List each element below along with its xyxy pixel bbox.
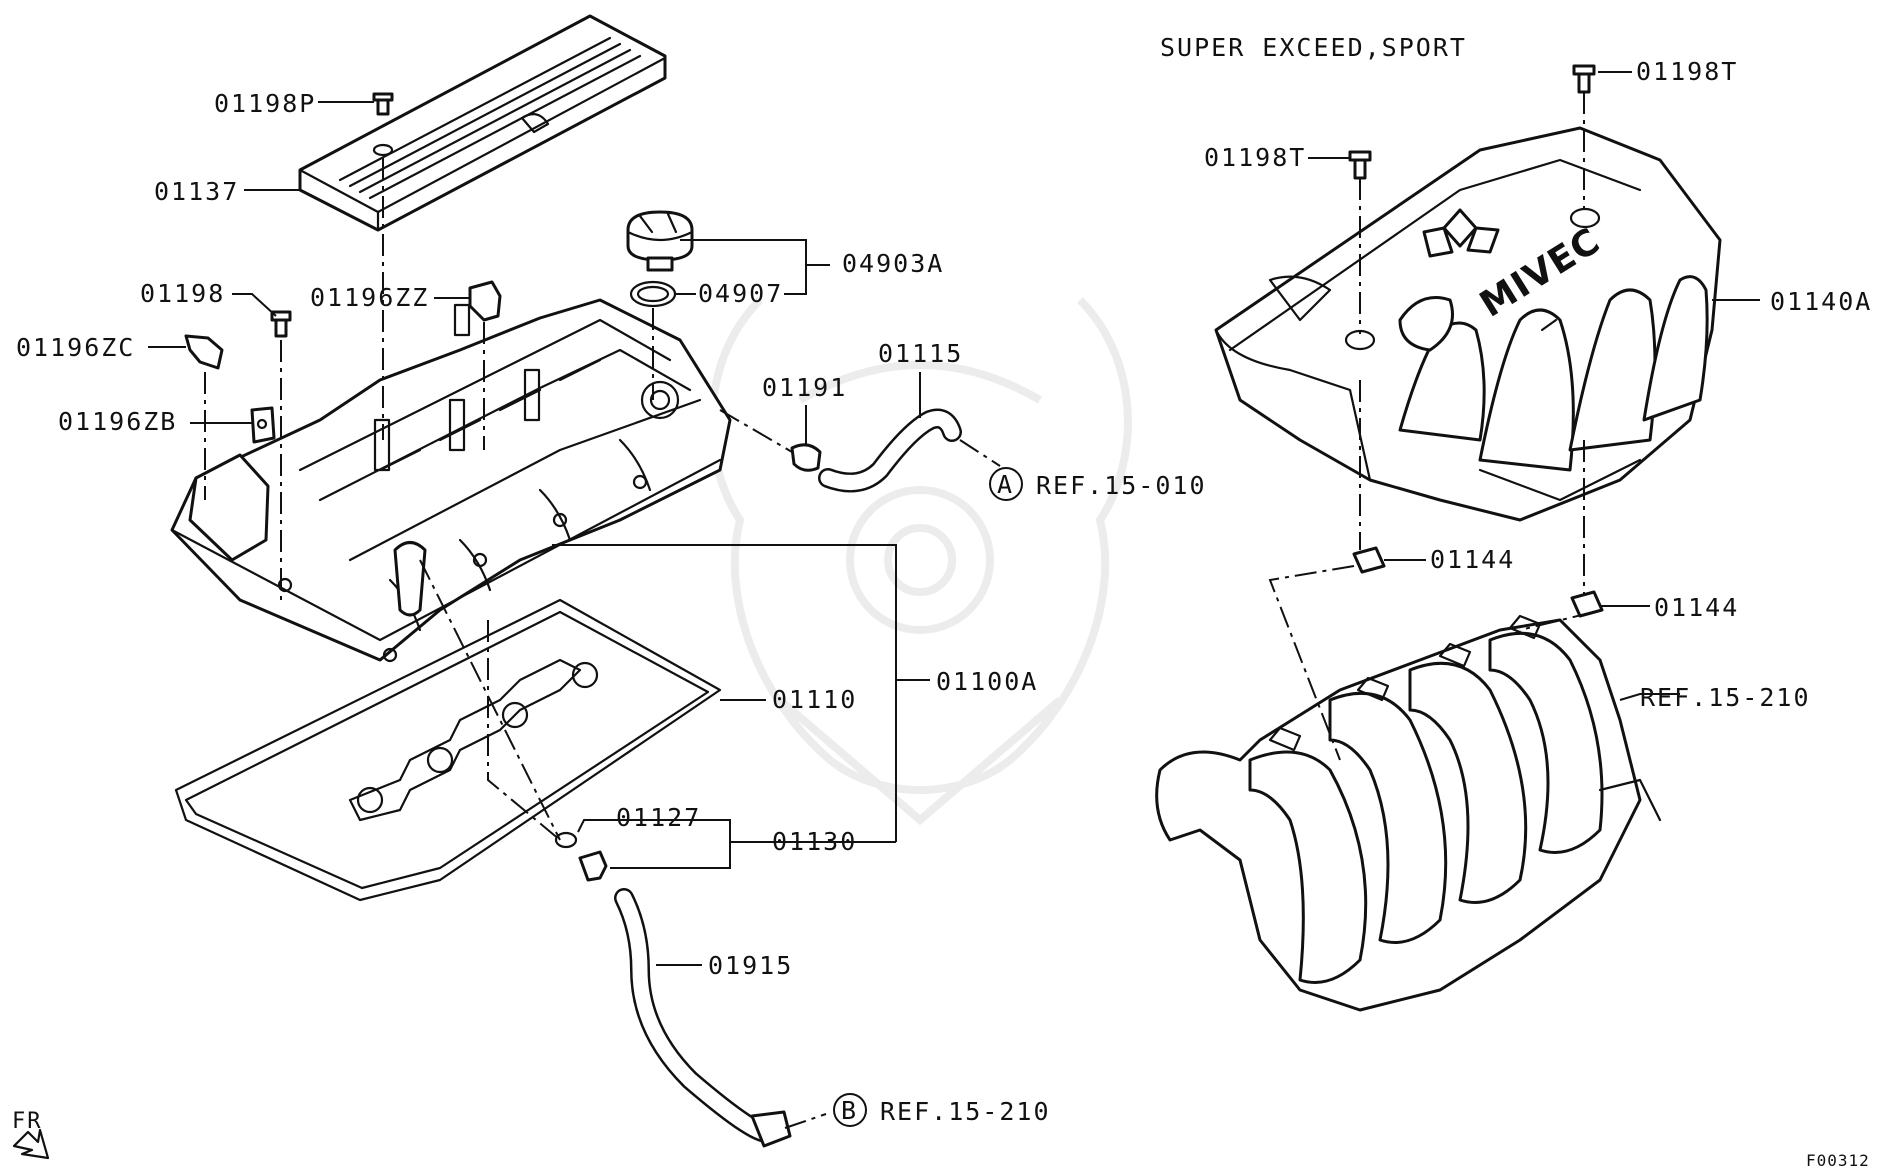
- engine-cover-01140A: MIVEC: [1214, 126, 1722, 522]
- valve-cover: [170, 298, 732, 663]
- callout-01130: 01130: [772, 827, 857, 856]
- callout-01100A: 01100A: [936, 667, 1038, 696]
- clip-01196ZC: [184, 334, 224, 370]
- callout-01137: 01137: [154, 177, 239, 206]
- plate-01196ZB: [250, 406, 276, 444]
- front-label: FR: [12, 1109, 43, 1134]
- callout-01196ZB: 01196ZB: [58, 407, 177, 436]
- bolt-01198T-top: [1572, 64, 1596, 94]
- callout-01144-left: 01144: [1430, 545, 1515, 574]
- ref-b-text: REF.15-210: [880, 1097, 1051, 1126]
- bolt-01198P: [372, 92, 394, 116]
- callout-04907: 04907: [698, 279, 783, 308]
- ref-manifold-text: REF.15-210: [1640, 683, 1811, 712]
- ref-a-text: REF.15-010: [1036, 471, 1207, 500]
- callout-01115: 01115: [878, 339, 963, 368]
- figure-code: F00312: [1806, 1151, 1870, 1170]
- callout-01198T-top: 01198T: [1636, 57, 1738, 86]
- callout-01915: 01915: [708, 951, 793, 980]
- breather-hose-01115: [818, 408, 962, 493]
- ref-a-marker: A: [997, 470, 1012, 499]
- callout-04903A: 04903A: [842, 249, 944, 278]
- callout-01191: 01191: [762, 373, 847, 402]
- variant-note: SUPER EXCEED,SPORT: [1160, 33, 1467, 62]
- callout-01140A: 01140A: [1770, 287, 1872, 316]
- valve-cover-gasket-01110: [174, 598, 722, 902]
- callout-01198P: 01198P: [214, 89, 316, 118]
- ref-b-marker: B: [841, 1096, 856, 1125]
- leader-lines: [148, 71, 1760, 966]
- callout-01144-right: 01144: [1654, 593, 1739, 622]
- ref-b-circle: [833, 1093, 867, 1127]
- bolt-01198T-left: [1348, 150, 1372, 180]
- pcv-valve-01130: [578, 850, 608, 882]
- callout-01198T-left: 01198T: [1204, 143, 1306, 172]
- o-ring-01127: [554, 831, 578, 849]
- callout-01196ZC: 01196ZC: [16, 333, 135, 362]
- callout-01127: 01127: [616, 803, 701, 832]
- top-cover-trim-01137: [298, 14, 667, 232]
- intake-manifold: [1155, 614, 1662, 1012]
- callout-01198: 01198: [140, 279, 225, 308]
- bracket-01196ZZ: [468, 280, 502, 322]
- filler-cap-gasket-04907: [629, 280, 677, 308]
- grommet-01144-right: [1570, 590, 1604, 618]
- bolt-01198: [270, 310, 292, 338]
- assembly-lines-left: [204, 158, 1001, 1129]
- watermark-emblem: [708, 297, 1132, 826]
- callout-01196ZZ: 01196ZZ: [310, 283, 429, 312]
- oil-filler-cap: [626, 210, 694, 272]
- assembly-lines-right: [1268, 92, 1595, 761]
- callout-01110: 01110: [772, 685, 857, 714]
- grommet-01144-left: [1352, 546, 1386, 574]
- ref-a-circle: [989, 467, 1023, 501]
- mitsubishi-logo: [1422, 208, 1500, 258]
- front-arrow-icon: [12, 1128, 50, 1160]
- pcv-hose-01915: [614, 888, 792, 1148]
- hose-clamp-01191: [790, 443, 822, 472]
